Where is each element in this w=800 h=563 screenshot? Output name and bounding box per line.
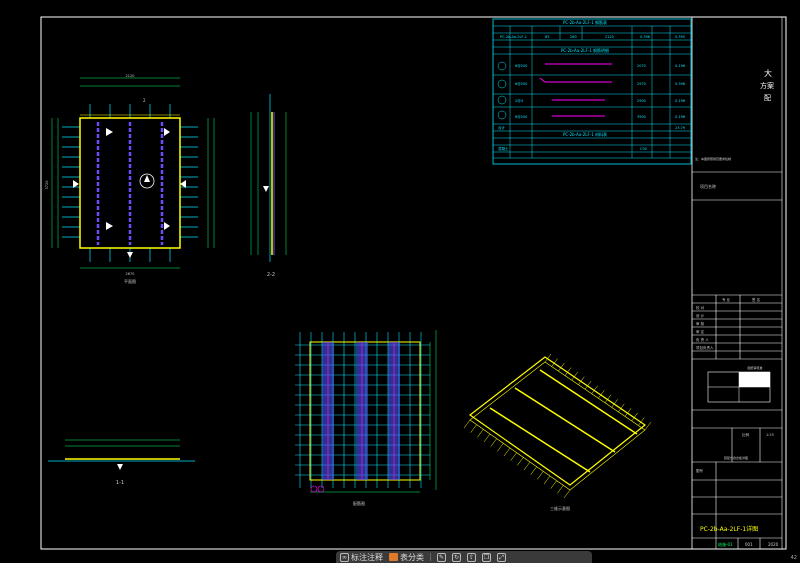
- tb-col-1: 专 业: [722, 297, 731, 302]
- table-row-1-len: 2120: [605, 35, 614, 39]
- tb-sheet-label: 图号: [696, 468, 704, 473]
- fullscreen-icon[interactable]: ⤢: [497, 552, 506, 562]
- bar-row-2-len: 2970: [637, 82, 646, 86]
- section-1-1: [48, 439, 195, 470]
- stamp-box: [707, 371, 771, 403]
- zoom-button[interactable]: ∞ 标注注释: [340, 552, 383, 563]
- ai-label: 表分类: [400, 552, 424, 562]
- tb-date: 2020: [768, 542, 779, 547]
- tb-row-5: 负 责 人: [696, 337, 709, 342]
- table-row-1-code: PC-2b-Aa-2LF-1: [500, 35, 527, 39]
- plan-dim-left: 3720: [45, 181, 49, 190]
- total-label: 合计: [498, 125, 506, 130]
- ai-button[interactable]: 表分类: [389, 552, 424, 563]
- table-row-1-spec: 85: [545, 35, 549, 39]
- section-mark-1: 2: [143, 98, 146, 103]
- table-row-1-weight: 0.396: [640, 35, 650, 39]
- tb-title-code: PC-2b-Aa-2LF-1详图: [700, 525, 758, 533]
- rotate-icon[interactable]: ↻: [452, 552, 461, 562]
- page-number: 42: [790, 555, 797, 561]
- toolbar-divider: [430, 553, 431, 561]
- rebar-layout: [295, 330, 437, 493]
- bar-row-2-w: 0.396: [675, 82, 685, 86]
- project-title-2: 方案: [760, 81, 774, 90]
- bar-row-4-len: 3900: [637, 115, 646, 119]
- tb-scale: 1:25: [766, 433, 774, 437]
- drawing-frame: [40, 16, 787, 550]
- tb-scale-label: 比例: [742, 432, 750, 437]
- ai-icon: [389, 553, 398, 561]
- section-2-2-caption: 2-2: [267, 272, 275, 278]
- iso-caption: 三维示意图: [550, 505, 570, 511]
- plan-dim-top: 2120: [126, 74, 135, 78]
- table-row-1-count: 280: [570, 35, 577, 39]
- rebar-schedule-table: [492, 18, 692, 165]
- project-title-3: 配: [764, 94, 771, 102]
- table-title-3: PC-2b-Aa-2LF-1 材料表: [563, 131, 607, 137]
- section-1-1-caption: 1-1: [116, 480, 124, 486]
- table-title-1: PC-2b-Aa-2LF-1 钢筋表: [563, 19, 607, 25]
- edit-icon[interactable]: ✎: [437, 552, 446, 562]
- tb-row-4: 审 定: [696, 329, 705, 334]
- tb-drawing: 装配式叠合板详图: [724, 455, 748, 460]
- material-grade: C30: [640, 147, 647, 151]
- project-title-1: 大: [764, 68, 772, 78]
- bar-row-3-dia: 2@4: [515, 99, 524, 103]
- bar-row-1-len: 2070: [637, 64, 646, 68]
- tb-row-1: 校 对: [696, 305, 705, 310]
- viewer-toolbar: ∞ 标注注释 表分类 ✎ ↻ ⇪ ❐ ⤢: [336, 551, 592, 563]
- tb-col-2: 签 名: [752, 297, 760, 302]
- bar-row-1-w: 0.196: [675, 64, 685, 68]
- title-block: [692, 171, 782, 549]
- tb-row-6: 项目负责人: [696, 345, 714, 350]
- plan-view: [51, 77, 215, 269]
- bar-row-4-dia: 6@200: [515, 115, 527, 119]
- bar-row-2-dia: 6@200: [515, 82, 527, 86]
- zoom-icon: ∞: [340, 552, 349, 562]
- table-title-2: PC-2b-Aa-2LF-1 钢筋明细: [561, 47, 609, 53]
- tb-project: 项目名称: [700, 183, 716, 189]
- copy-icon[interactable]: ❐: [482, 552, 491, 562]
- material-name: 混凝土: [498, 146, 509, 151]
- total-value: 23.79: [675, 126, 685, 130]
- plan-dim-bottom: 2670: [126, 272, 135, 276]
- stamp-label: 图纸审核章: [747, 365, 762, 370]
- plan-caption: 平面图: [124, 278, 136, 284]
- share-icon[interactable]: ⇪: [467, 552, 476, 562]
- bar-row-4-w: 0.196: [675, 115, 685, 119]
- rebar-caption: 配筋图: [353, 500, 365, 506]
- isometric-view: [463, 353, 652, 499]
- bar-row-3-w: 0.196: [675, 99, 685, 103]
- tb-row-2: 设 计: [696, 313, 705, 318]
- table-row-1-total: 0.395: [675, 35, 685, 39]
- tb-no: 001: [745, 542, 753, 547]
- tb-sheet: 结施-01: [718, 541, 733, 547]
- annotate-label: 标注注释: [351, 552, 383, 562]
- bar-row-3-len: 2900: [637, 99, 646, 103]
- bar-row-1-dia: 6@200: [515, 64, 527, 68]
- tb-row-3: 审 核: [696, 321, 705, 326]
- note-text: 注：本图按照规范要求绘制: [695, 156, 731, 161]
- section-2-2: [250, 94, 287, 262]
